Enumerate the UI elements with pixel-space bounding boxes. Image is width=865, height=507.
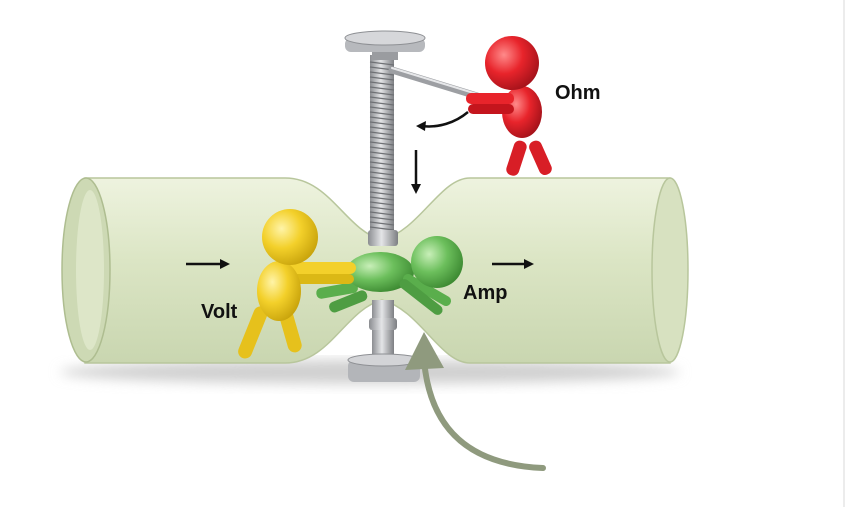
ohm-label: Ohm [555,82,601,104]
screw-thread [369,71,395,76]
screw-thread [369,136,395,141]
edge-rule [843,0,845,507]
screw-thread [369,141,395,146]
curved-up-arrow-icon [405,332,546,471]
volt-figure [238,209,356,359]
screw-thread [369,221,395,226]
screw-thread [369,126,395,131]
screw-thread [369,121,395,126]
right-arrow-icon [492,259,534,269]
screw-thread [369,206,395,211]
screw-thread [369,186,395,191]
screw-thread [369,106,395,111]
screw-thread [369,151,395,156]
screw-thread [369,96,395,101]
screw-thread [369,116,395,121]
down-arrow-icon [411,150,421,194]
screw-thread [369,81,395,86]
screw-thread [369,76,395,81]
screw-thread [369,196,395,201]
screw-thread [369,201,395,206]
screw-thread [369,101,395,106]
amp-label: Amp [463,282,507,304]
screw-thread [369,161,395,166]
amp-figure [316,236,463,315]
right-arrow-icon [186,259,230,269]
screw-thread [369,166,395,171]
screw-thread [369,216,395,221]
screw-thread [369,181,395,186]
screw-thread [369,86,395,91]
screw-thread [369,211,395,216]
screw-thread [369,191,395,196]
ohm-figure [466,36,552,176]
screw-thread [369,176,395,181]
pipe-right-end [651,177,689,363]
volt-label: Volt [201,301,238,323]
screw-thread [369,111,395,116]
screw-thread [369,61,395,66]
screw-thread [369,131,395,136]
screw-thread [369,91,395,96]
clamp-screw [344,30,426,382]
screw-thread [369,146,395,151]
screw-thread [369,156,395,161]
screw-thread [369,171,395,176]
curved-arrow-icon [416,111,469,131]
screw-thread [369,226,395,231]
